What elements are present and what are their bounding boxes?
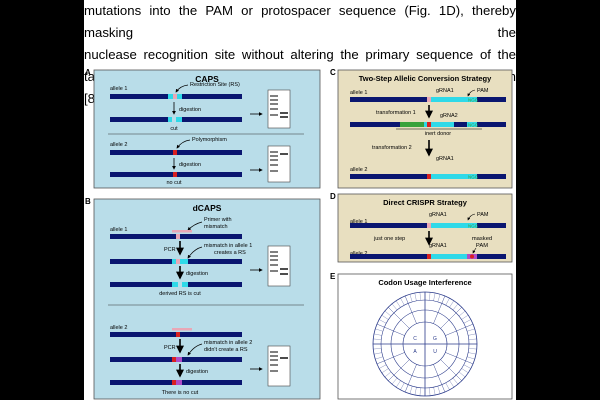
panel-c-allele2: allele 2 [350,167,367,173]
panel-d-one-step: just one step [373,236,405,242]
panel-b-mismatch: mismatch [204,224,228,230]
panel-b-title: dCAPS [193,203,222,213]
panel-a-no-cut: no cut [167,180,182,186]
panel-a-digestion-2: digestion [179,162,201,168]
panel-a-allele1: allele 1 [110,86,127,92]
panel-d-title: Direct CRISPR Strategy [383,198,468,207]
codon-wheel [372,291,478,397]
panel-a-title: CAPS [195,74,219,84]
panel-d-pam: PAM [477,212,489,218]
codon-quadrant-g: G [433,336,437,342]
panel-b-allele1: allele 1 [110,227,127,233]
panel-d-grna1a: gRNA1 [429,212,447,218]
gel-a2 [267,145,291,183]
panel-d: D Direct CRISPR Strategy allele 1 gRNA1 … [330,192,513,263]
panel-c-letter: C [330,68,336,77]
codon-quadrant-u: U [433,349,437,355]
gel-b1 [267,245,291,287]
panel-a-polymorphism: Polymorphism [192,137,227,143]
gel-b2 [267,345,291,387]
panel-b-mm1-line2: creates a RS [214,250,246,256]
panel-d-grna1b: gRNA1 [429,243,447,249]
panel-a: A CAPS allele 1 Restriction Site (RS) di… [85,68,321,189]
panel-d-letter: D [330,192,336,201]
paragraph-line-1: mutations into the PAM or protospacer se… [84,3,516,40]
panel-c-grna1b: gRNA1 [436,156,454,162]
panel-b-mm2-line1: mismatch in allele 2 [204,340,252,346]
panel-a-rs-label: Restriction Site (RS) [190,82,240,88]
panel-b-primer-with: Primer with [204,217,232,223]
panel-d-masked-1: masked [472,236,492,242]
figure-1: A CAPS allele 1 Restriction Site (RS) di… [85,68,513,400]
panel-b-letter: B [85,197,91,206]
panel-b-mm1-line1: mismatch in allele 1 [204,243,252,249]
panel-a-allele2: allele 2 [110,142,127,148]
codon-quadrant-a: A [413,349,417,355]
panel-c-allele1: allele 1 [350,90,367,96]
panel-b-pcr-2: PCR [164,345,176,351]
gel-a1 [267,89,291,129]
panel-c-inert: inert donor [425,131,451,137]
panel-b: B dCAPS allele 1 Primer with mismatch PC… [85,197,321,400]
panel-c-grna2: gRNA2 [440,113,458,119]
panel-c-transformation-1: transformation 1 [376,110,416,116]
panel-b-digestion-1: digestion [186,271,208,277]
panel-a-letter: A [85,68,91,77]
panel-c-transformation-2: transformation 2 [372,145,412,151]
panel-a-digestion-1: digestion [179,107,201,113]
panel-c-pam: PAM [477,88,489,94]
panel-a-cut: cut [170,126,178,132]
panel-d-ngg-1: NGG [468,223,479,228]
panel-b-no-cut: There is no cut [162,390,199,396]
panel-b-mm2-line2: didn't create a RS [204,347,248,353]
panel-b-digestion-2: digestion [186,369,208,375]
panel-d-masked-2: PAM [476,243,488,249]
codon-quadrant-c: C [413,336,417,342]
paper-page: mutations into the PAM or protospacer se… [84,0,516,400]
panel-e: E Codon Usage Interference [330,272,513,400]
panel-d-allele1: allele 1 [350,219,367,225]
panel-c-grna1a: gRNA1 [436,88,454,94]
panel-c-ngg-2: NGG [468,122,479,127]
panel-c-ngg-3: NGG [468,174,479,179]
panel-b-derived: derived RS is cut [159,291,201,297]
panel-e-letter: E [330,272,336,281]
panel-e-title: Codon Usage Interference [378,278,471,287]
panel-c-ngg-1: NGG [468,97,479,102]
panel-c: C Two-Step Allelic Conversion Strategy a… [330,68,513,189]
panel-b-pcr-1: PCR [164,247,176,253]
panel-c-title: Two-Step Allelic Conversion Strategy [359,74,492,83]
panel-b-allele2: allele 2 [110,325,127,331]
